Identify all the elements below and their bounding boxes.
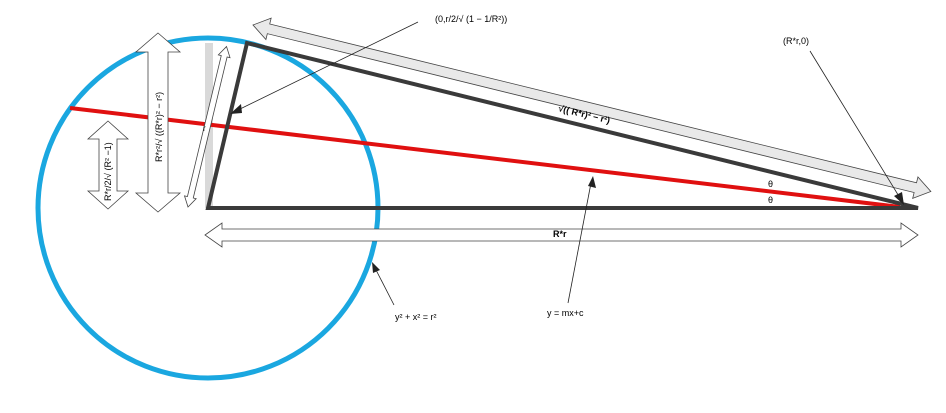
tall-vertical-label: R*r²/√ ((R*r)² − r²) xyxy=(154,92,164,162)
line-eq-pointer-head xyxy=(588,176,596,188)
top-point-pointer xyxy=(237,21,419,111)
right-point-label: (R*r,0) xyxy=(783,36,809,46)
line-eq-pointer xyxy=(567,182,592,304)
right-point-pointer-head xyxy=(894,192,904,205)
circle-eq-pointer xyxy=(374,267,395,306)
hypotenuse-length-arrow xyxy=(252,17,932,200)
top-point-pointer-head xyxy=(230,104,242,114)
angle-upper-label: θ xyxy=(768,179,773,189)
circle-eq-pointer-head xyxy=(372,262,380,273)
base-label: R*r xyxy=(553,229,567,239)
right-point-pointer xyxy=(809,50,901,199)
short-vertical-arrow xyxy=(86,120,130,210)
angle-lower-label: θ xyxy=(768,195,773,205)
triangle-shape xyxy=(205,40,919,210)
line-equation-label: y = mx+c xyxy=(547,308,584,318)
base-length-arrow xyxy=(204,222,919,248)
circle-equation-label: y² + x² = r² xyxy=(395,312,437,322)
top-point-label: (0,r/2/√ (1 − 1/R²)) xyxy=(435,14,507,24)
radius-length-arrow xyxy=(183,45,231,208)
tall-vertical-arrow xyxy=(134,32,182,213)
radius-label: r xyxy=(203,124,206,133)
short-vertical-label: R*r/2/√ (R² −1) xyxy=(103,142,113,201)
